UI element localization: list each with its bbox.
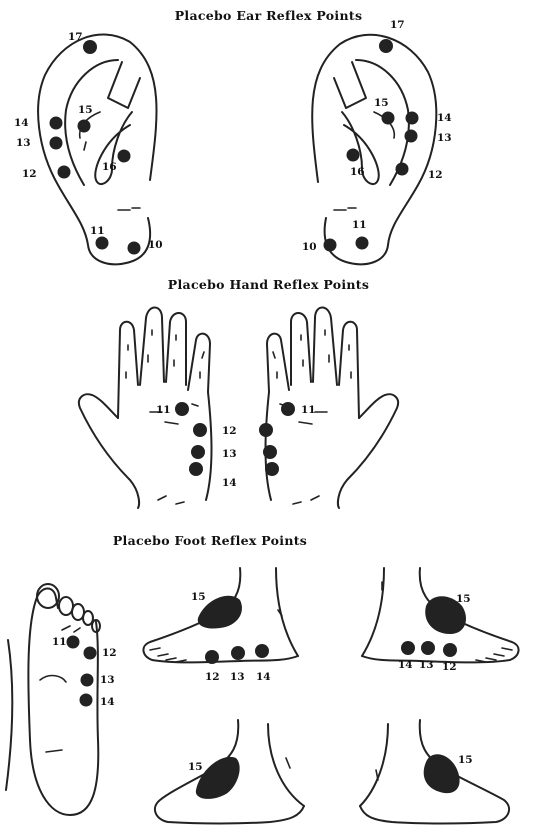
foot-right-top-label-12: 12: [442, 661, 457, 673]
hand-right-label-11: 11: [301, 404, 316, 416]
foot-right-bottom-point-15: [424, 754, 460, 793]
ear-right-label-11: 11: [352, 219, 367, 231]
ear-right-label-15: 15: [374, 97, 389, 109]
ear-right-point-17: [379, 39, 393, 53]
hand-left-point-11: [175, 402, 189, 416]
foot-right-top-label-13: 13: [419, 659, 434, 671]
ear-right-point-11: [356, 237, 369, 250]
ear-left-label-13: 13: [16, 137, 31, 149]
ear-left-point-12: [58, 166, 71, 179]
hand-left-point-12: [193, 423, 207, 437]
ear-left-label-11: 11: [90, 225, 105, 237]
foot-right-top-point-14: [401, 641, 415, 655]
foot-left-bottom-label-15: 15: [188, 761, 203, 773]
ear-left-label-16: 16: [102, 161, 117, 173]
foot-left-top-label-15: 15: [191, 591, 206, 603]
ear-right-point-10: [324, 239, 337, 252]
foot-left-top-label-13: 13: [230, 671, 245, 683]
ear-right-label-17: 17: [390, 19, 405, 31]
foot-sole-point-12: [84, 647, 97, 660]
ear-left-point-15: [78, 120, 91, 133]
foot-sole-label-14: 14: [100, 696, 115, 708]
ear-right-label-13: 13: [437, 132, 452, 144]
foot-sole-point-11: [67, 636, 80, 649]
ear-left-point-17: [83, 40, 97, 54]
hand-right-point-12: [259, 423, 273, 437]
foot-right-top: 15 14 13 12: [362, 568, 519, 673]
ear-left-point-13: [50, 137, 63, 150]
hand-left-label-14: 14: [222, 477, 237, 489]
foot-left-top-point-14: [255, 644, 269, 658]
ear-left-label-17: 17: [68, 31, 83, 43]
foot-right-top-point-12: [443, 643, 457, 657]
right-hand: 11: [259, 308, 398, 509]
hand-left-label-12: 12: [222, 425, 237, 437]
right-ear: 17 15 14 13 12 16 11 10: [302, 19, 452, 264]
hand-left-label-13: 13: [222, 448, 237, 460]
foot-sole-point-14: [80, 694, 93, 707]
ear-left-label-14: 14: [14, 117, 29, 129]
foot-left-top-point-13: [231, 646, 245, 660]
foot-left-bottom: 15: [155, 720, 304, 824]
foot-right-top-point-13: [421, 641, 435, 655]
ear-right-point-16: [347, 149, 360, 162]
hand-right-point-14: [265, 462, 279, 476]
left-ear: 17 14 13 12 15 16 11 10: [14, 31, 163, 264]
foot-right-top-label-15: 15: [456, 593, 471, 605]
foot-sole-label-11: 11: [52, 636, 67, 648]
foot-right-bottom-label-15: 15: [458, 754, 473, 766]
foot-sole: 11 12 13 14: [6, 584, 117, 815]
foot-left-top-label-14: 14: [256, 671, 271, 683]
ear-right-point-13: [405, 130, 418, 143]
foot-sole-label-13: 13: [100, 674, 115, 686]
foot-right-top-label-14: 14: [398, 659, 413, 671]
foot-left-top: 15 12 13 14: [143, 568, 298, 683]
foot-sole-point-13: [81, 674, 94, 687]
ear-right-label-10: 10: [302, 241, 317, 253]
hand-left-point-13: [191, 445, 205, 459]
ear-left-label-12: 12: [22, 168, 37, 180]
ear-right-label-16: 16: [350, 166, 365, 178]
ear-right-label-14: 14: [437, 112, 452, 124]
ear-left-point-14: [50, 117, 63, 130]
ear-left-label-15: 15: [78, 104, 93, 116]
foot-sole-label-12: 12: [102, 647, 117, 659]
ear-left-point-11: [96, 237, 109, 250]
foot-left-top-point-12: [205, 650, 219, 664]
hand-left-label-11: 11: [156, 404, 171, 416]
hand-right-point-13: [263, 445, 277, 459]
left-hand: 11 12 13 14: [79, 308, 237, 509]
ear-right-label-12: 12: [428, 169, 443, 181]
ear-left-label-10: 10: [148, 239, 163, 251]
foot-left-top-label-12: 12: [205, 671, 220, 683]
ear-right-point-14: [406, 112, 419, 125]
foot-right-bottom: 15: [360, 720, 509, 824]
hand-right-point-11: [281, 402, 295, 416]
ear-left-point-10: [128, 242, 141, 255]
ear-left-point-16: [118, 150, 131, 163]
ear-right-point-12: [396, 163, 409, 176]
ear-right-point-15: [382, 112, 395, 125]
hand-left-point-14: [189, 462, 203, 476]
